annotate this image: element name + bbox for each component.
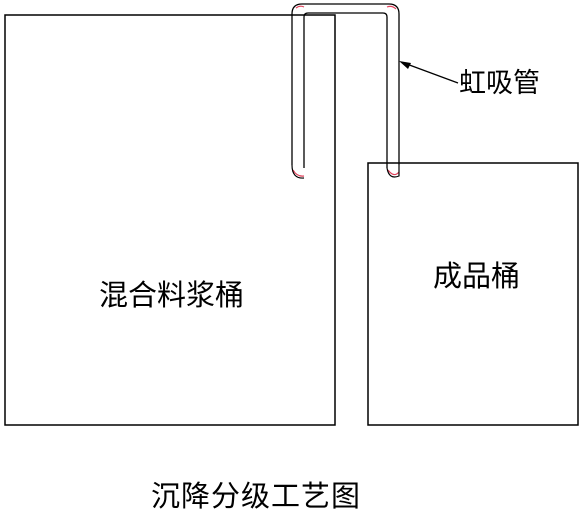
siphon-pipe-end-caps [291,164,400,179]
slurry-tank [4,14,336,426]
diagram-caption: 沉降分级工艺图 [151,479,362,513]
product-tank-label: 成品桶 [433,259,521,293]
slurry-tank-label: 混合料浆桶 [99,278,245,312]
product-tank [367,162,579,426]
siphon-label: 虹吸管 [459,68,540,99]
siphon-pipe-ends [292,5,400,177]
siphon-callout-arrow [399,61,459,84]
siphon-pipe [291,3,400,168]
